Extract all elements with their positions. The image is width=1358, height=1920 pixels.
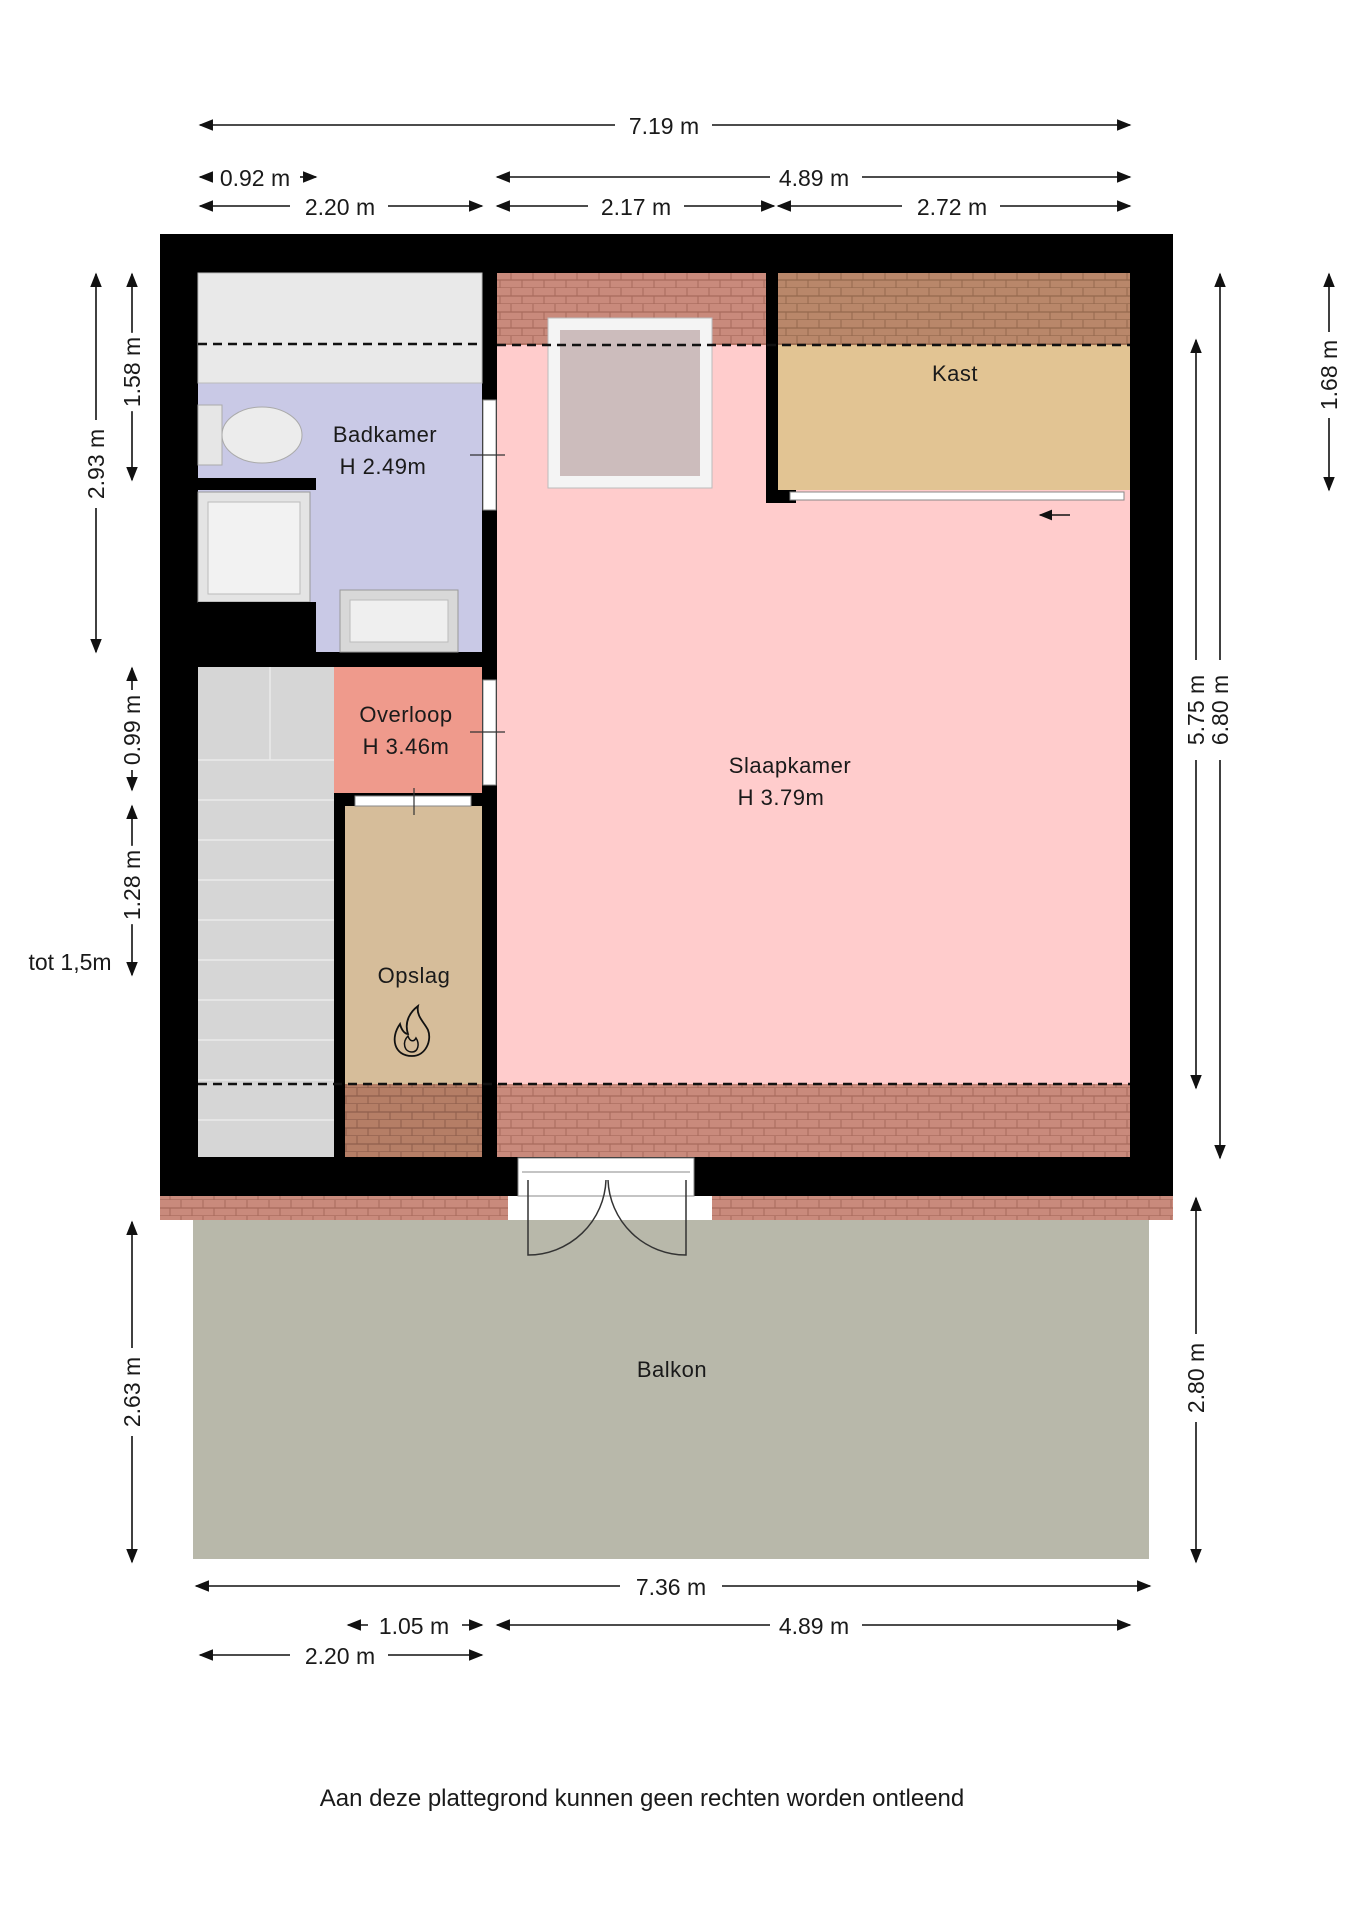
opslag-area <box>345 806 482 1084</box>
room-label-overloop: Overloop <box>359 702 452 727</box>
door-opslag <box>354 795 472 807</box>
toilet-bowl <box>221 406 303 464</box>
dim-bottom-left: 2.20 m <box>305 1643 375 1669</box>
dim-label-bg <box>300 193 380 221</box>
dim-label-bg <box>82 424 110 504</box>
kast-sliding-door <box>789 491 1125 501</box>
dim-label-bg <box>118 690 146 770</box>
sink-inner <box>349 599 449 643</box>
room-label-badkamer: Badkamer <box>333 422 437 447</box>
dim-balcony-left: 2.63 m <box>119 1357 145 1427</box>
dim-bottom-small: 1.05 m <box>379 1613 449 1639</box>
dim-label-bg <box>774 164 854 192</box>
skylight-pane <box>560 330 700 476</box>
bath-tub <box>197 272 483 384</box>
wall-kast-bottom <box>766 490 796 503</box>
roof-edge-right <box>712 1196 1173 1220</box>
balcony-door-right <box>607 1179 687 1256</box>
roof-edge-left <box>160 1196 508 1220</box>
opslag-tiles <box>345 1084 482 1157</box>
dim-label-bg <box>912 193 992 221</box>
dimension-lines <box>194 119 1152 1661</box>
dim-label-bg <box>1182 1338 1210 1418</box>
dim-label-bg <box>215 164 295 192</box>
wall-kast-left <box>766 273 778 503</box>
overloop-area <box>334 667 482 793</box>
dim-label-bg <box>300 1642 380 1670</box>
dim-label-bg <box>774 1612 854 1640</box>
dim-label-bg <box>118 1352 146 1432</box>
room-height-slaapkamer: H 3.79m <box>738 785 825 810</box>
stair-lines <box>198 667 334 1121</box>
dim-bottom-right: 4.89 m <box>779 1613 849 1639</box>
room-height-badkamer: H 2.49m <box>340 454 427 479</box>
room-label-opslag: Opslag <box>378 963 451 988</box>
dim-left-outer: 2.93 m <box>83 429 109 499</box>
dim-top-left: 2.20 m <box>305 194 375 220</box>
disclaimer: Aan deze plattegrond kunnen geen rechten… <box>320 1785 965 1812</box>
toilet <box>197 404 223 466</box>
dim-balcony-right: 2.80 m <box>1183 1343 1209 1413</box>
dim-top-mid: 2.17 m <box>601 194 671 220</box>
dim-label-bg <box>374 1612 454 1640</box>
balcony-door-left <box>527 1179 607 1256</box>
room-label-slaapkamer: Slaapkamer <box>729 753 851 778</box>
dim-bottom-total: 7.36 m <box>636 1574 706 1600</box>
dim-right-outer: 6.80 m <box>1207 675 1233 745</box>
dim-right-inner: 5.75 m <box>1183 675 1209 745</box>
fire-icon <box>393 1003 431 1057</box>
room-height-overloop: H 3.46m <box>363 734 450 759</box>
room-label-balkon: Balkon <box>637 1357 707 1382</box>
dim-label-bg <box>1315 335 1343 415</box>
dim-label-bg <box>624 112 704 140</box>
dim-top-right-total: 4.89 m <box>779 165 849 191</box>
slaapkamer-tiles-bottom <box>497 1084 1130 1157</box>
balcony-door-gap <box>517 1157 695 1197</box>
dim-left-inner-mid: 0.99 m <box>119 695 145 765</box>
dim-left-note: tot 1,5m <box>28 949 111 975</box>
dim-label-bg <box>631 1573 711 1601</box>
balkon-area <box>193 1220 1149 1559</box>
kast-tiles <box>778 273 1130 345</box>
kast-area <box>778 345 1130 490</box>
dim-right-far: 1.68 m <box>1316 340 1342 410</box>
dim-label-bg <box>1206 670 1234 750</box>
dim-label-bg <box>596 193 676 221</box>
dimension-lines-vertical <box>90 272 1335 1564</box>
shower-inner <box>207 501 301 595</box>
wall-bath-low <box>198 602 316 652</box>
dim-label-bg <box>118 845 146 925</box>
dim-label-bg <box>1182 670 1210 750</box>
dim-left-inner-top: 1.58 m <box>119 337 145 407</box>
dim-top-total: 7.19 m <box>629 113 699 139</box>
dim-label-bg <box>118 332 146 412</box>
dim-top-left-small: 0.92 m <box>220 165 290 191</box>
stairs <box>198 667 334 1157</box>
dim-top-right: 2.72 m <box>917 194 987 220</box>
dim-label-bg <box>24 948 116 976</box>
bath-divider <box>198 478 316 490</box>
dim-left-inner-low: 1.28 m <box>119 850 145 920</box>
room-label-kast: Kast <box>932 361 978 386</box>
